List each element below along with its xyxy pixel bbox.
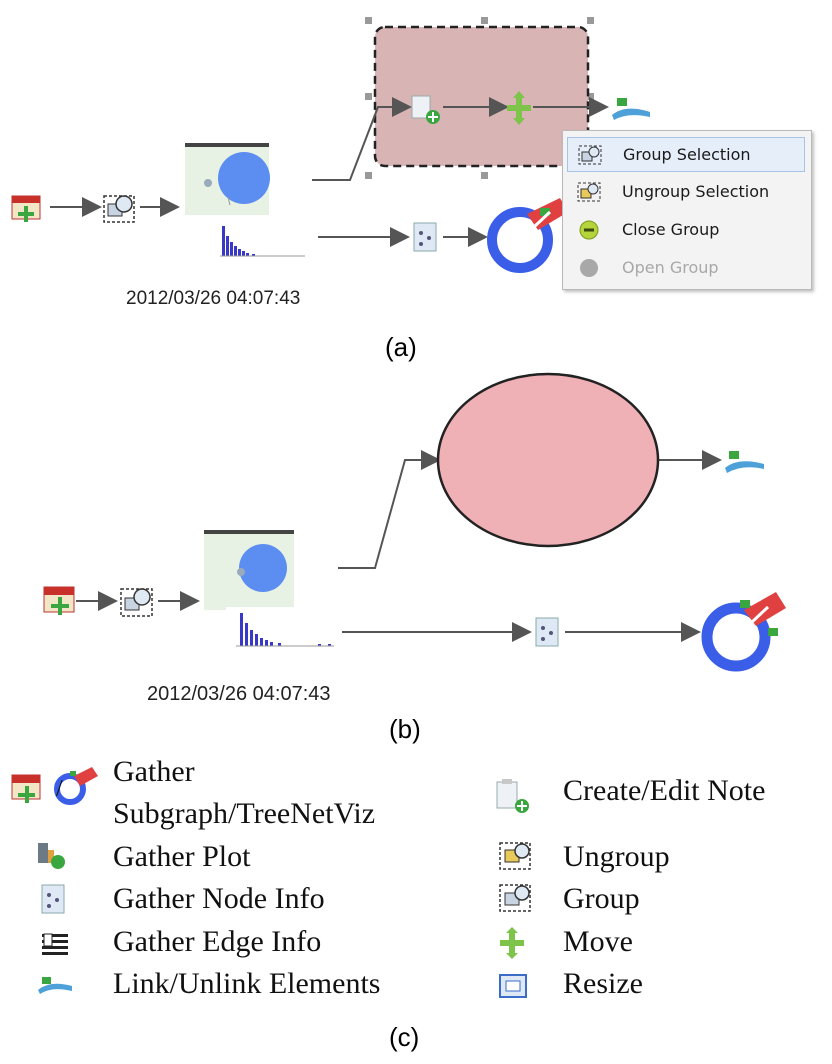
menu-item-group-selection[interactable]: Group Selection — [567, 137, 805, 172]
legend-label-create-edit-note: Create/Edit Note — [563, 774, 766, 807]
legend-label-gather-edge-info: Gather Edge Info — [113, 925, 322, 958]
edges-panel-a — [50, 97, 609, 247]
menu-item-label: Group Selection — [623, 145, 751, 164]
caption-c: (c) — [389, 1022, 420, 1052]
menu-item-label: Ungroup Selection — [622, 182, 770, 201]
node-info-icon[interactable] — [535, 617, 559, 647]
link-icon — [38, 977, 72, 994]
legend-label-group: Group — [563, 882, 640, 915]
group-icon — [578, 145, 602, 165]
calendar-add-icon[interactable] — [11, 195, 41, 222]
group-icon — [499, 884, 531, 912]
caption-a: (a) — [385, 332, 417, 362]
edges-panel-b — [76, 450, 722, 642]
move-icon — [500, 927, 524, 959]
link-icon[interactable] — [725, 451, 764, 473]
legend-label-link-unlink: Link/Unlink Elements — [113, 967, 381, 1000]
plot-thumbnail[interactable] — [204, 530, 336, 657]
menu-item-label: Close Group — [622, 220, 720, 239]
menu-item-open-group: Open Group — [567, 251, 803, 284]
ungroup-icon — [499, 842, 531, 870]
legend-label-subgraph-treenetviz: Subgraph/TreeNetViz — [113, 797, 376, 830]
closed-group-ellipse[interactable] — [436, 372, 660, 548]
legend-separator: / — [56, 776, 63, 802]
group-icon[interactable] — [120, 588, 153, 617]
minus-circle-icon — [579, 220, 599, 240]
histogram-bars — [222, 226, 255, 256]
group-icon[interactable] — [103, 195, 135, 223]
histogram-bars — [240, 613, 331, 646]
calendar-add-icon — [11, 774, 41, 803]
note-icon[interactable] — [411, 95, 440, 124]
menu-item-close-group[interactable]: Close Group — [567, 213, 803, 246]
edge-info-icon — [42, 933, 68, 955]
timestamp-panel-b: 2012/03/26 04:07:43 — [147, 683, 331, 705]
legend-label-ungroup: Ungroup — [563, 840, 670, 873]
caption-b: (b) — [389, 714, 421, 744]
link-icon[interactable] — [612, 98, 650, 120]
legend-label-resize: Resize — [563, 967, 643, 1000]
legend-label-move: Move — [563, 925, 633, 958]
note-icon — [496, 779, 529, 813]
menu-item-ungroup-selection[interactable]: Ungroup Selection — [567, 175, 803, 208]
legend-label-gather-node-info: Gather Node Info — [113, 882, 325, 915]
move-icon[interactable] — [507, 91, 531, 125]
menu-item-label: Open Group — [622, 258, 719, 277]
resize-icon — [499, 974, 527, 998]
circle-icon — [580, 259, 598, 277]
group-box[interactable] — [373, 25, 590, 168]
context-menu: Group Selection Ungroup Selection Close … — [562, 130, 812, 290]
legend-label-gather: Gather — [113, 755, 195, 788]
treenetviz-icon[interactable] — [701, 592, 786, 672]
node-info-icon[interactable] — [413, 222, 437, 252]
node-info-icon — [41, 884, 65, 914]
selection-handles[interactable] — [365, 17, 594, 179]
treenetviz-icon[interactable] — [487, 198, 568, 273]
legend-label-gather-plot: Gather Plot — [113, 840, 251, 873]
plot-thumbnail[interactable] — [185, 143, 305, 267]
calendar-add-icon[interactable] — [43, 586, 75, 615]
timestamp-panel-a: 2012/03/26 04:07:43 — [126, 288, 301, 309]
treenetviz-icon — [54, 767, 98, 805]
plot-icon — [38, 843, 65, 869]
ungroup-icon — [577, 182, 601, 202]
